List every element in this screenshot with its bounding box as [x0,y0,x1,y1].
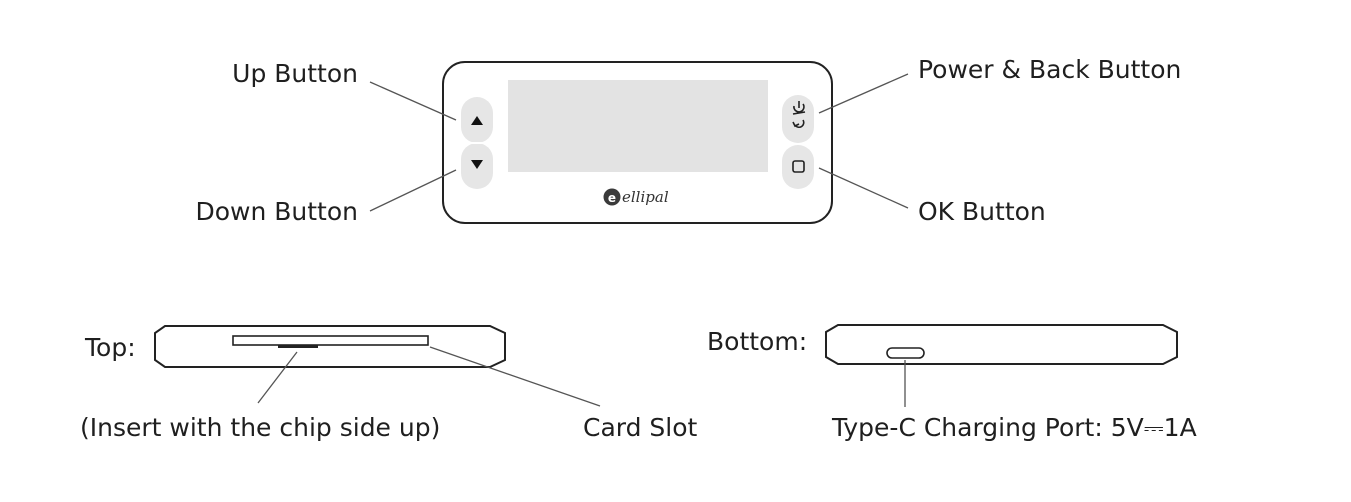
brand-wordmark: ellipal [622,188,669,206]
square-ok-icon [792,160,805,173]
triangle-up-icon [471,116,483,125]
leader-down-button [369,169,457,212]
leader-insert-note [257,351,298,404]
leader-up-button [369,81,457,121]
device-bottom-edge [825,324,1178,365]
leader-power-back-button [818,73,909,114]
ok-button-label: OK Button [918,197,1046,226]
display-screen [508,80,768,172]
leader-ok-button [818,167,909,209]
power-back-button[interactable] [782,95,814,143]
charging-port-label: Type-C Charging Port: 5V⎓1A [831,413,1197,442]
power-back-icon [792,101,806,129]
card-slot [232,335,429,346]
up-button-label: Up Button [232,59,358,88]
usb-c-port-icon [886,347,925,359]
chip-mark [278,345,318,348]
top-view: Top: [84,325,506,368]
front-view: e ellipal [442,61,833,224]
top-view-label: Top: [84,333,136,362]
bottom-view-label: Bottom: [707,327,807,356]
bottom-view: Bottom: [707,324,1178,365]
device-top-edge [154,325,506,368]
svg-text:e: e [608,191,616,205]
triangle-down-icon [471,160,483,169]
ellipal-logo-icon: e [603,188,621,206]
insert-note-label: (Insert with the chip side up) [80,413,440,442]
leader-card-slot [429,346,601,407]
down-button-label: Down Button [195,197,358,226]
power-back-button-label: Power & Back Button [918,55,1181,84]
card-slot-label: Card Slot [583,413,698,442]
ok-button[interactable] [782,145,814,189]
